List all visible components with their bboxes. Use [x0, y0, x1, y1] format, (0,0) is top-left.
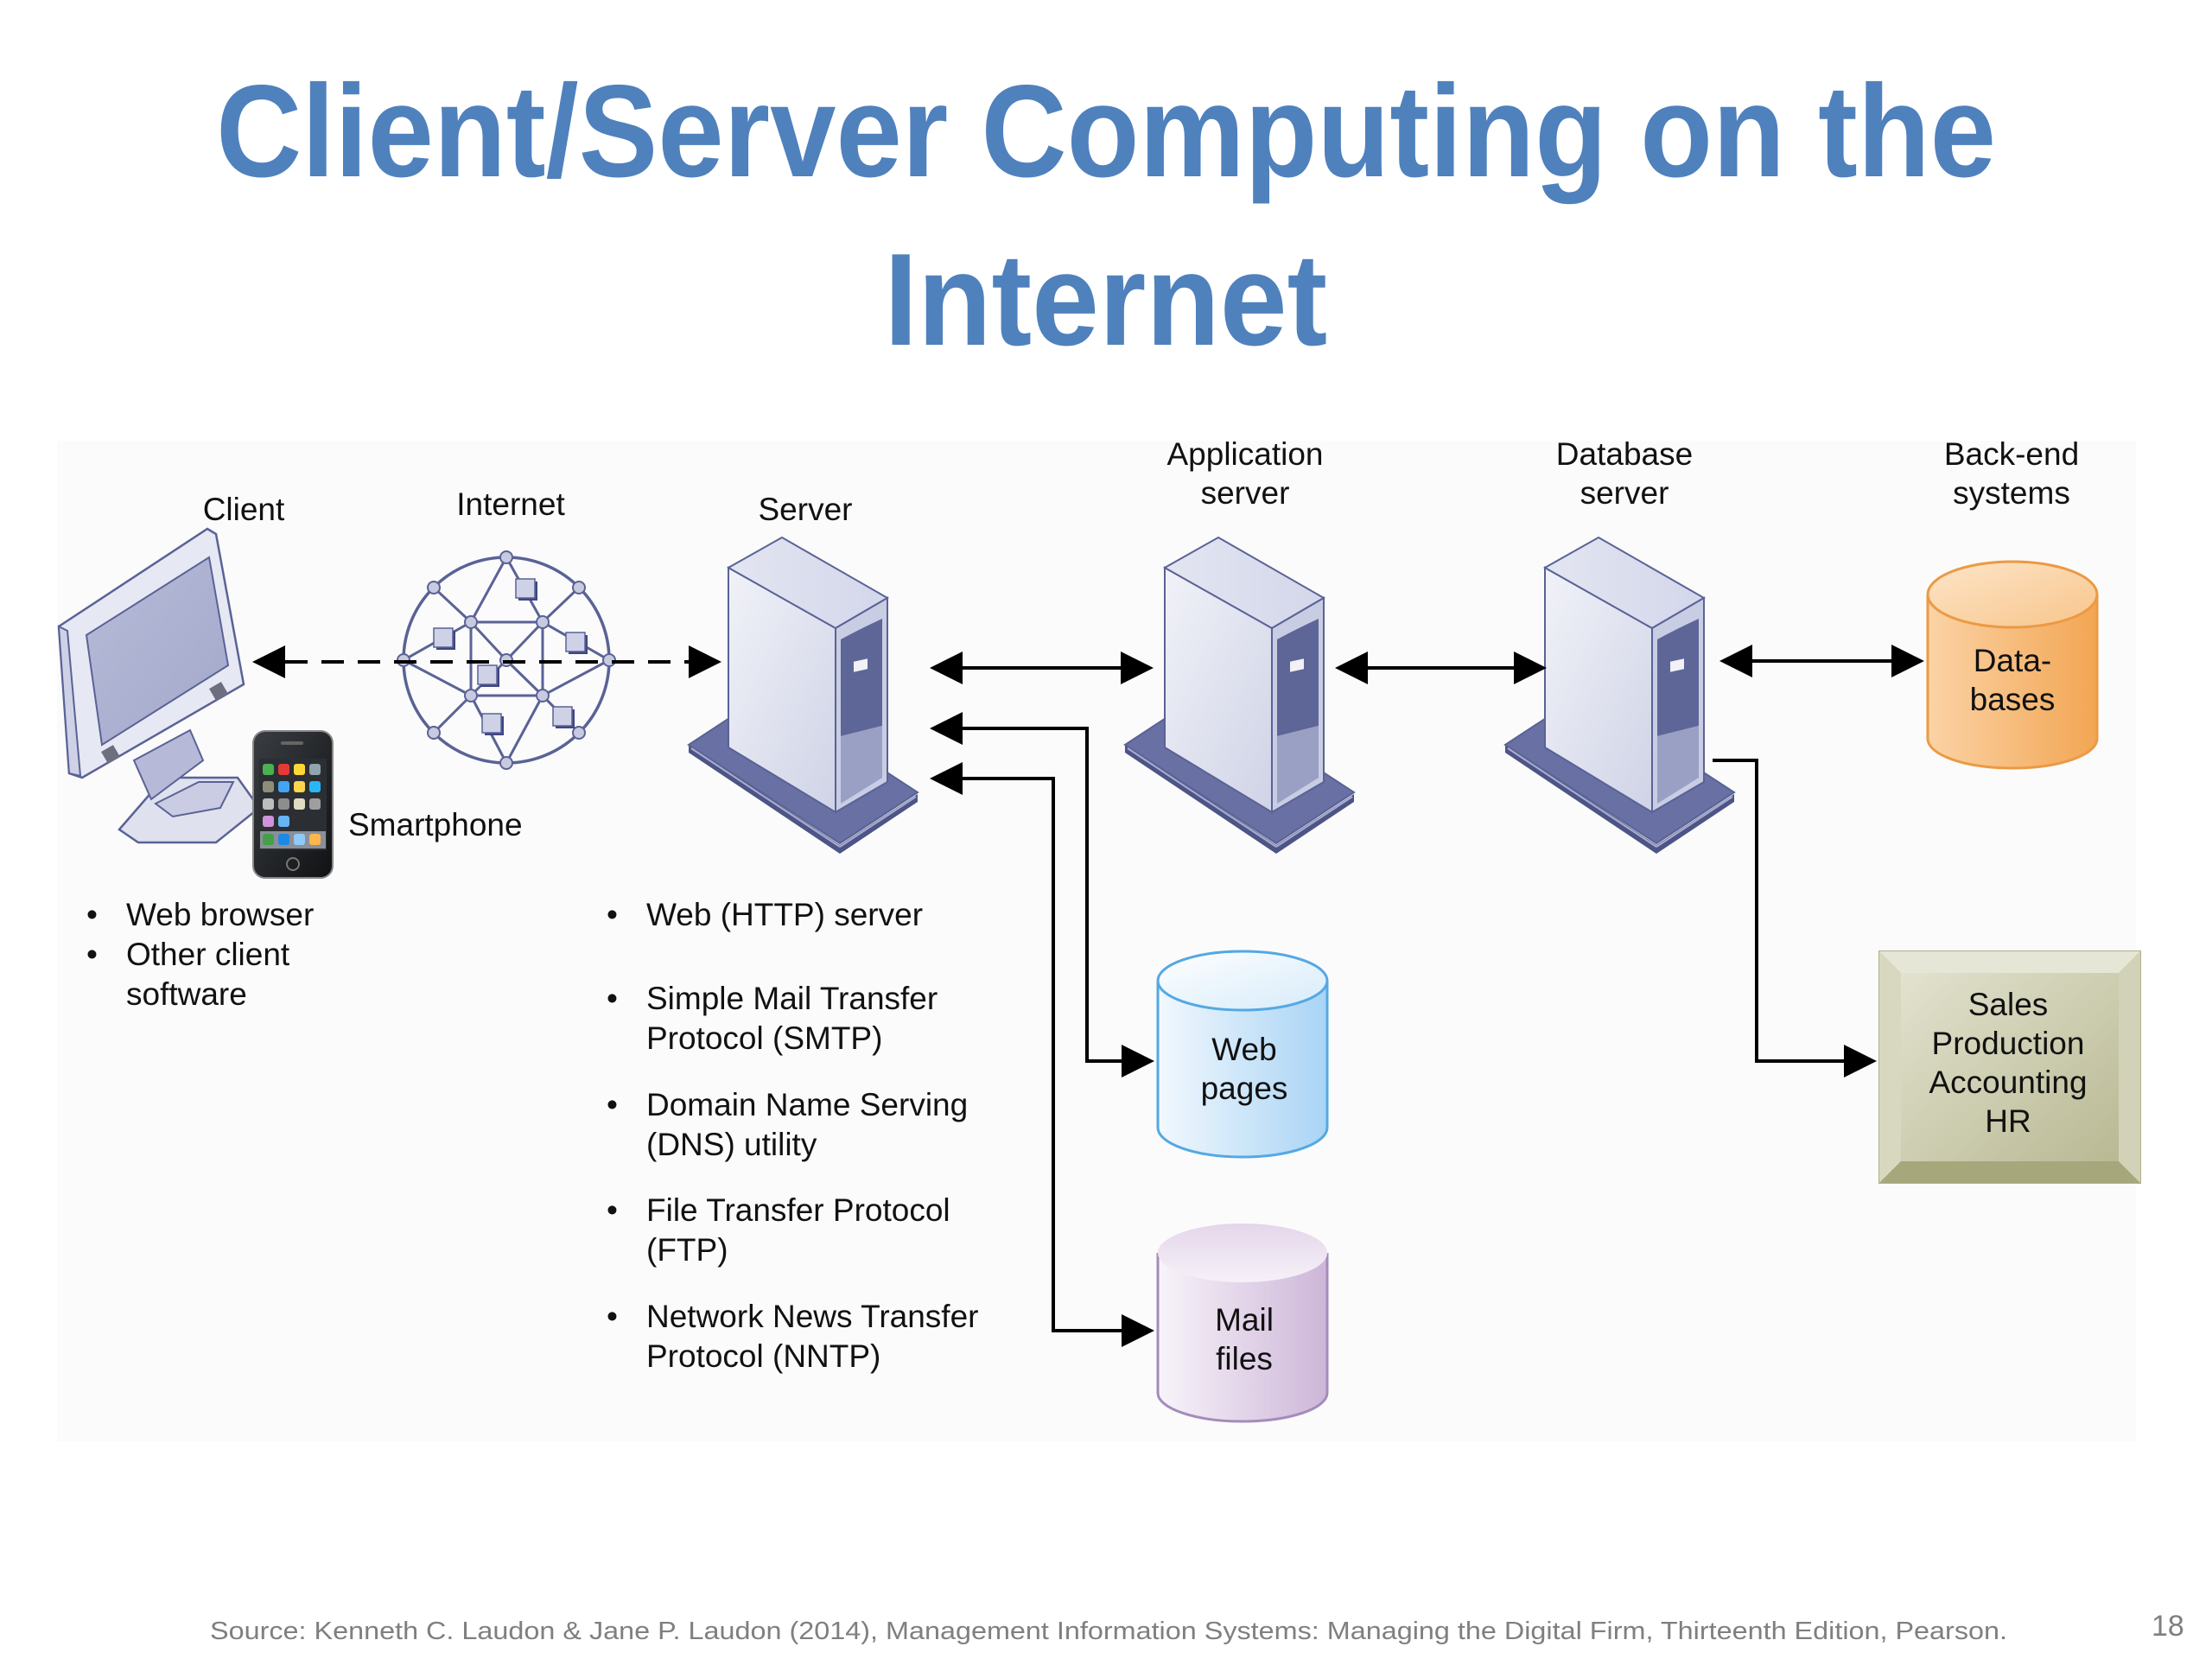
mail-files-label-line-1: Mail: [1215, 1302, 1274, 1338]
arrowhead-left-icon: [252, 645, 285, 678]
server-mailfiles-connector: [959, 777, 1123, 1332]
bullet-icon: •: [86, 937, 98, 972]
list-item-text: Protocol (SMTP): [646, 1020, 883, 1056]
application-server-label-line-2: server: [1200, 475, 1290, 511]
desktop-monitor-icon: [57, 527, 261, 844]
slide-title-line-2: Internet: [0, 234, 2212, 365]
arrowhead-left-icon: [1335, 652, 1368, 684]
application-server-label-line-1: Application: [1166, 436, 1324, 472]
arrowhead-right-icon: [1121, 652, 1154, 684]
list-item-text: Other client: [126, 937, 290, 972]
slide-title-text-1: Client/Server Computing on the: [216, 58, 1996, 205]
arrowhead-right-icon: [1844, 1045, 1877, 1077]
web-server-tower-icon: [687, 536, 919, 854]
list-item: • Other client software: [86, 935, 314, 1014]
list-item-text: Simple Mail Transfer: [646, 981, 938, 1016]
slide-title-text-2: Internet: [884, 226, 1328, 373]
mail-files-label-line-2: files: [1216, 1341, 1273, 1376]
arrowhead-right-icon: [1891, 645, 1924, 677]
databases-label-line-1: Data-: [1973, 643, 2052, 678]
internet-globe-icon: [397, 550, 616, 770]
internet-label: Internet: [456, 486, 565, 522]
list-item-text: Protocol (NNTP): [646, 1338, 881, 1374]
list-item-text: Network News Transfer: [646, 1299, 979, 1334]
list-item: • Domain Name Serving (DNS) utility: [607, 1085, 968, 1165]
database-server-label-line-2: server: [1580, 475, 1669, 511]
arrowhead-left-icon: [930, 652, 963, 684]
smartphone-label: Smartphone: [348, 807, 523, 842]
web-pages-cylinder-icon: [1156, 950, 1329, 1159]
arrowhead-left-icon: [1719, 645, 1752, 677]
bullet-icon: •: [86, 897, 98, 932]
diagram-background: [57, 441, 2136, 1441]
web-pages-label-line-2: pages: [1200, 1071, 1288, 1106]
list-item-text: (DNS) utility: [646, 1127, 817, 1162]
application-server-label: Application server: [1166, 435, 1323, 512]
list-item-text: software: [126, 976, 247, 1012]
source-citation: Source: Kenneth C. Laudon & Jane P. Laud…: [210, 1618, 2007, 1645]
backend-box-line-production: Production: [1931, 1026, 2085, 1061]
list-item-text: (FTP): [646, 1232, 728, 1268]
backend-box-line-accounting: Accounting: [1929, 1065, 2088, 1100]
backend-box-line-sales: Sales: [1967, 987, 2049, 1022]
databases-label: Data- bases: [1970, 641, 2056, 719]
arrowhead-left-icon: [930, 762, 963, 795]
database-server-label: Database server: [1556, 435, 1693, 512]
list-item-text: Web browser: [126, 897, 315, 932]
smartphone-icon: [252, 730, 334, 879]
bullet-icon: •: [607, 981, 618, 1016]
arrowhead-right-icon: [689, 645, 721, 678]
list-item: • File Transfer Protocol (FTP): [607, 1191, 950, 1270]
mail-files-cylinder-icon: [1156, 1224, 1329, 1423]
list-item: • Web (HTTP) server: [607, 895, 923, 935]
list-item-text: Web (HTTP) server: [646, 897, 924, 932]
web-pages-label-line-1: Web: [1211, 1032, 1277, 1067]
bullet-icon: •: [607, 1192, 618, 1228]
arrowhead-right-icon: [1514, 652, 1547, 684]
server-label: Server: [758, 492, 853, 527]
database-server-tower-icon: [1503, 536, 1736, 854]
list-item-text: File Transfer Protocol: [646, 1192, 950, 1228]
db-backend-connector: [1713, 759, 1845, 1063]
arrowhead-left-icon: [930, 712, 963, 745]
list-item: • Web browser: [86, 895, 314, 935]
server-webpages-connector: [959, 727, 1123, 1063]
mail-files-label: Mail files: [1215, 1300, 1274, 1378]
backend-box-label: Sales Production Accounting HR: [1929, 985, 2087, 1141]
database-server-label-line-1: Database: [1555, 436, 1694, 472]
backend-systems-box-icon: [1878, 950, 2141, 1184]
web-pages-label: Web pages: [1201, 1030, 1288, 1108]
backend-box-line-hr: HR: [1985, 1103, 2031, 1139]
arrowhead-right-icon: [1122, 1045, 1154, 1077]
client-label: Client: [202, 492, 285, 527]
application-server-tower-icon: [1123, 536, 1356, 854]
backend-systems-label: Back-end systems: [1944, 435, 2079, 512]
page-number: 18: [2152, 1610, 2184, 1643]
backend-systems-label-line-2: systems: [1953, 475, 2070, 511]
client-software-list: • Web browser • Other client software: [86, 895, 314, 1014]
list-item-text: Domain Name Serving: [646, 1087, 969, 1122]
databases-label-line-2: bases: [1969, 682, 2056, 717]
backend-systems-label-line-1: Back-end: [1943, 436, 2080, 472]
slide-title-line-1: Client/Server Computing on the: [0, 66, 2212, 197]
databases-cylinder-icon: [1926, 560, 2099, 770]
bullet-icon: •: [607, 1087, 618, 1122]
arrowhead-right-icon: [1122, 1314, 1154, 1347]
bullet-icon: •: [607, 897, 618, 932]
bullet-icon: •: [607, 1299, 618, 1334]
